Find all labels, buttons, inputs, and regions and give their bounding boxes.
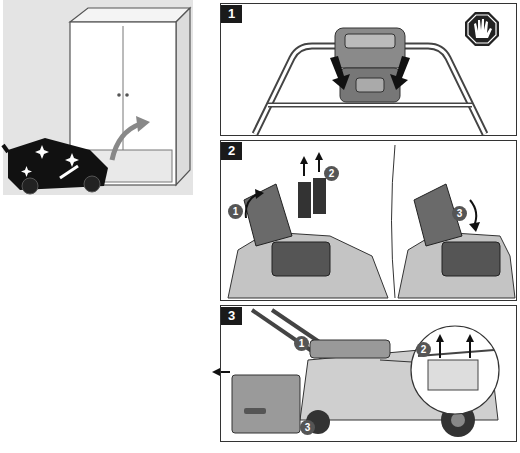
callout-number: 3 — [300, 420, 315, 435]
step-panel: 3 — [220, 305, 517, 442]
handle-drawing — [255, 28, 485, 134]
grassbox-drawing — [212, 310, 499, 437]
step-number: 2 — [221, 142, 242, 160]
callout-number: 3 — [452, 206, 467, 221]
callout-number: 1 — [228, 204, 243, 219]
step-number: 1 — [221, 5, 242, 23]
callout-number: 1 — [294, 336, 309, 351]
step-number: 3 — [221, 307, 242, 325]
callout-number: 2 — [416, 342, 431, 357]
stop-symbol — [465, 12, 499, 46]
storage-scene — [3, 0, 193, 195]
step-panel: 2 — [220, 140, 517, 301]
callout-number: 2 — [324, 166, 339, 181]
step-panel: 1 — [220, 3, 517, 136]
battery-drawing — [228, 145, 515, 298]
